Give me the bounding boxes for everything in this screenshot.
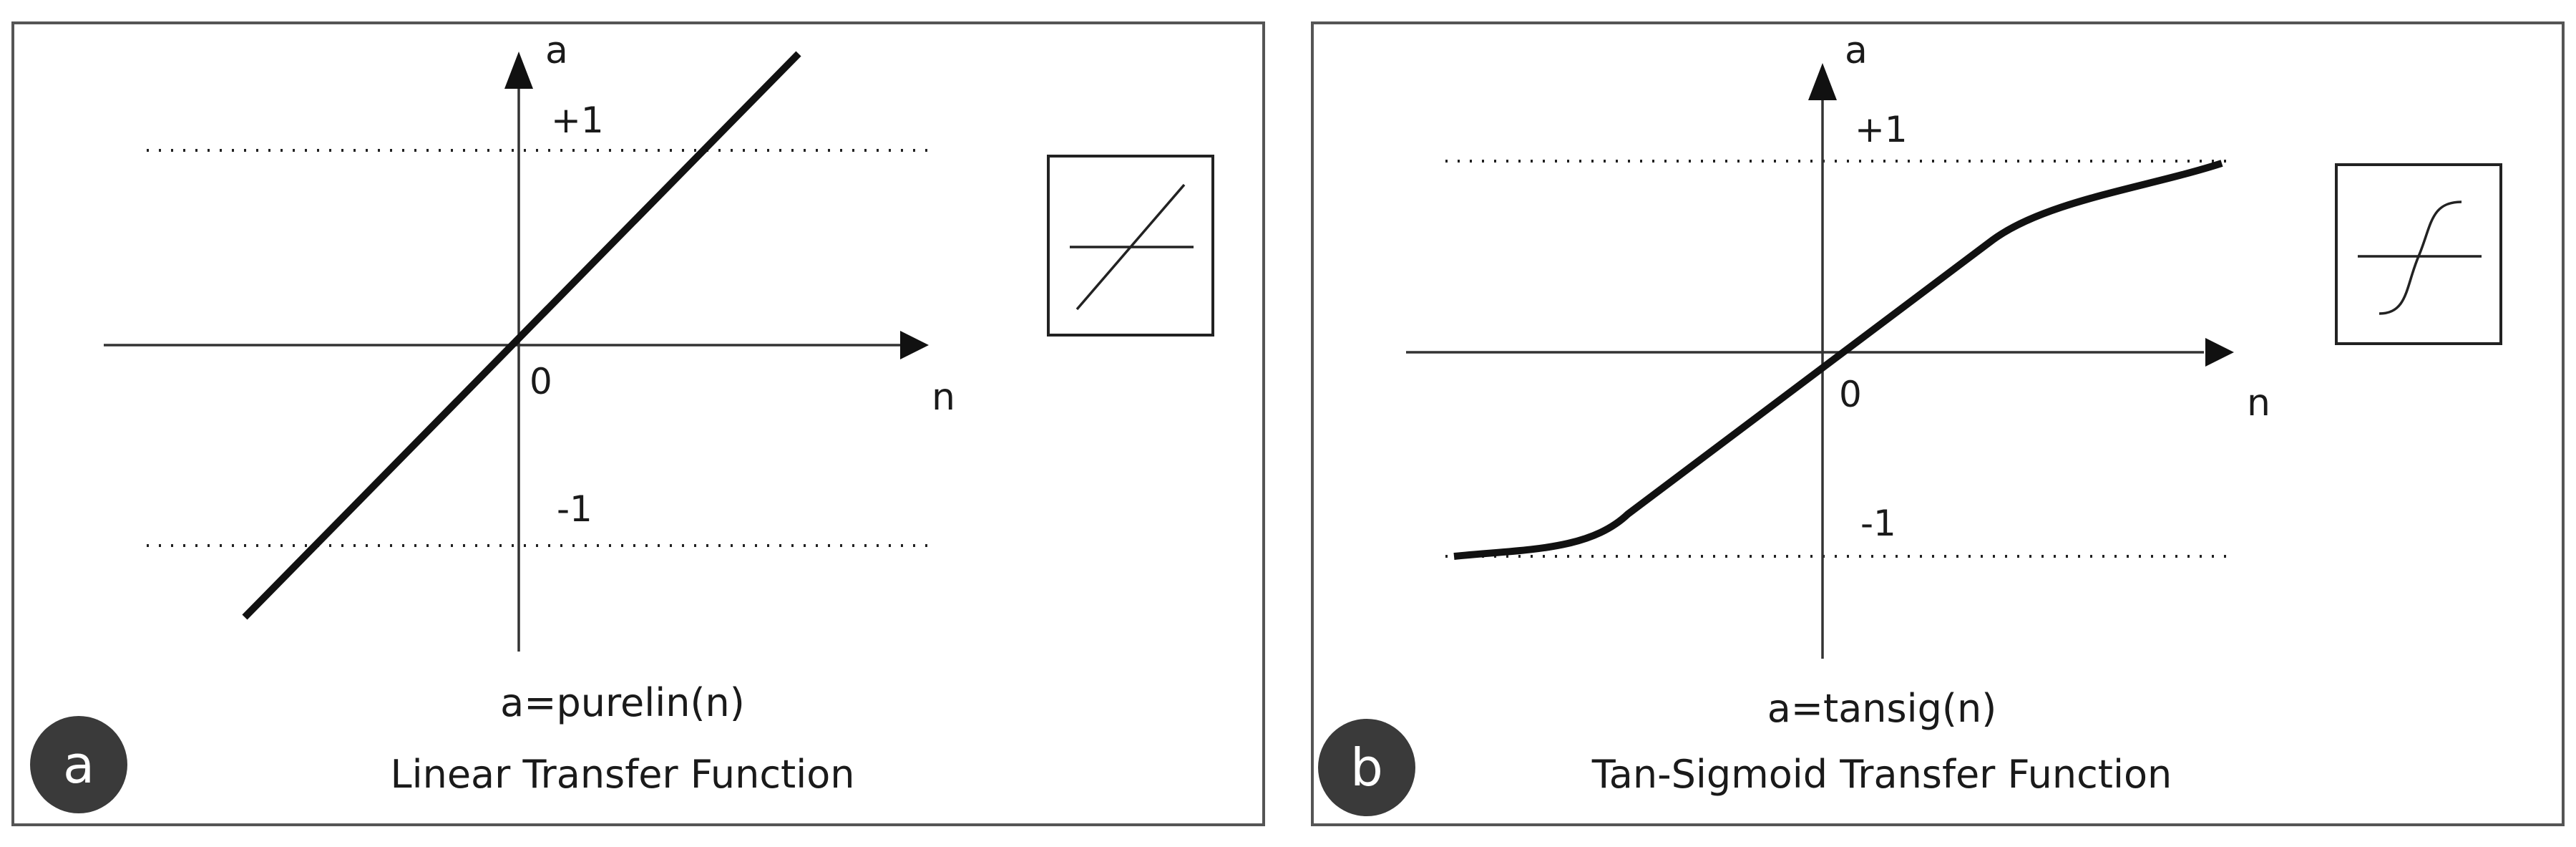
sigmoid-function-icon — [2335, 163, 2502, 345]
panel-b-origin-label: 0 — [1839, 374, 1862, 415]
panel-b-x-axis-label: n — [2247, 382, 2270, 425]
panel-b-badge-label: b — [1350, 737, 1383, 798]
panel-b-y-arrow — [1808, 63, 1837, 100]
panel-a-x-axis-label: n — [932, 376, 955, 419]
panel-b-upper-label: +1 — [1855, 109, 1908, 150]
panel-a-function-line — [242, 51, 801, 620]
panel-a-badge-label: a — [63, 735, 94, 795]
linear-function-icon — [1047, 155, 1214, 337]
panel-b-x-arrow — [2205, 338, 2234, 367]
panel-b-formula: a=tansig(n) — [1767, 686, 1997, 731]
panel-a-upper-label: +1 — [551, 100, 604, 141]
panel-a-formula: a=purelin(n) — [500, 680, 745, 725]
panel-b: a +1 0 n -1 a=tansig(n) Tan-Sigmoid Tran… — [1311, 21, 2565, 826]
panel-b-function-curve — [1453, 160, 2223, 560]
panel-a-origin-label: 0 — [530, 361, 552, 402]
panel-b-title: Tan-Sigmoid Transfer Function — [1591, 752, 2172, 797]
panel-b-y-axis-label: a — [1845, 29, 1868, 72]
panel-a-y-arrow — [504, 52, 533, 89]
panel-a-y-axis-label: a — [545, 29, 568, 72]
panel-a: a +1 0 n -1 a=purelin(n) Linear Transfer… — [11, 21, 1265, 826]
panel-a-title: Linear Transfer Function — [391, 752, 855, 797]
panel-a-lower-label: -1 — [557, 488, 592, 530]
panel-a-badge: a — [30, 716, 127, 813]
panel-b-frame — [1311, 21, 2565, 826]
panel-b-badge: b — [1318, 719, 1415, 816]
panel-a-x-arrow — [900, 331, 929, 359]
panel-b-lower-label: -1 — [1860, 503, 1896, 544]
